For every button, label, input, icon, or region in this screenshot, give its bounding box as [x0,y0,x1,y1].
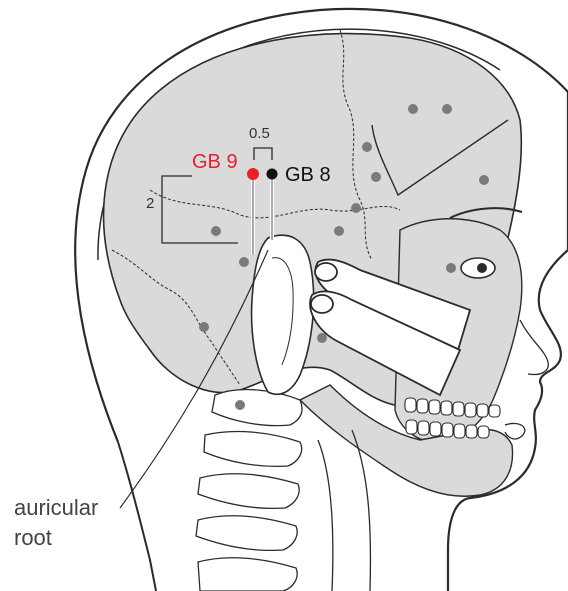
label-auricular: auricular [14,495,98,520]
gb8-point [267,169,278,180]
label-root: root [14,525,52,550]
gb9-point [247,168,259,180]
label-distance-two: 2 [146,195,154,212]
label-gb8: GB 8 [285,164,331,186]
label-distance-half: 0.5 [249,125,270,142]
pupil [477,263,487,273]
label-gb9: GB 9 [192,151,238,173]
